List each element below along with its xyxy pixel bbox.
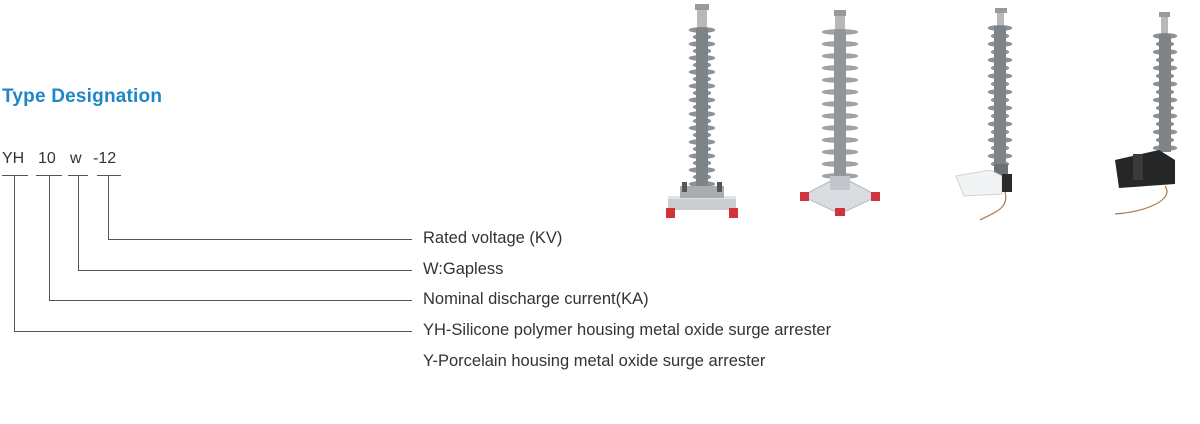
leader-discharge-current	[49, 175, 412, 301]
code-part-10: 10	[38, 150, 56, 167]
desc-gapless: W:Gapless	[423, 260, 504, 278]
page-title: Type Designation	[2, 86, 163, 107]
surge-arrester-tall-icon	[666, 4, 738, 218]
desc-discharge-current: Nominal discharge current(KA)	[423, 290, 649, 308]
desc-porcelain-housing: Y-Porcelain housing metal oxide surge ar…	[423, 352, 766, 370]
product-photos	[650, 0, 1200, 230]
leader-rated-voltage	[108, 175, 412, 240]
code-part-yh: YH	[2, 150, 25, 167]
code-part-12: -12	[93, 150, 117, 167]
surge-arrester-base-plate-icon	[800, 10, 880, 216]
surge-arrester-white-bracket-icon	[955, 8, 1013, 221]
leader-gapless	[78, 175, 412, 271]
code-part-w: w	[70, 150, 82, 167]
desc-rated-voltage: Rated voltage (KV)	[423, 229, 563, 247]
surge-arrester-black-bracket-icon	[1114, 12, 1178, 215]
desc-silicone-housing: YH-Silicone polymer housing metal oxide …	[423, 321, 832, 339]
leader-housing-type	[14, 175, 412, 332]
